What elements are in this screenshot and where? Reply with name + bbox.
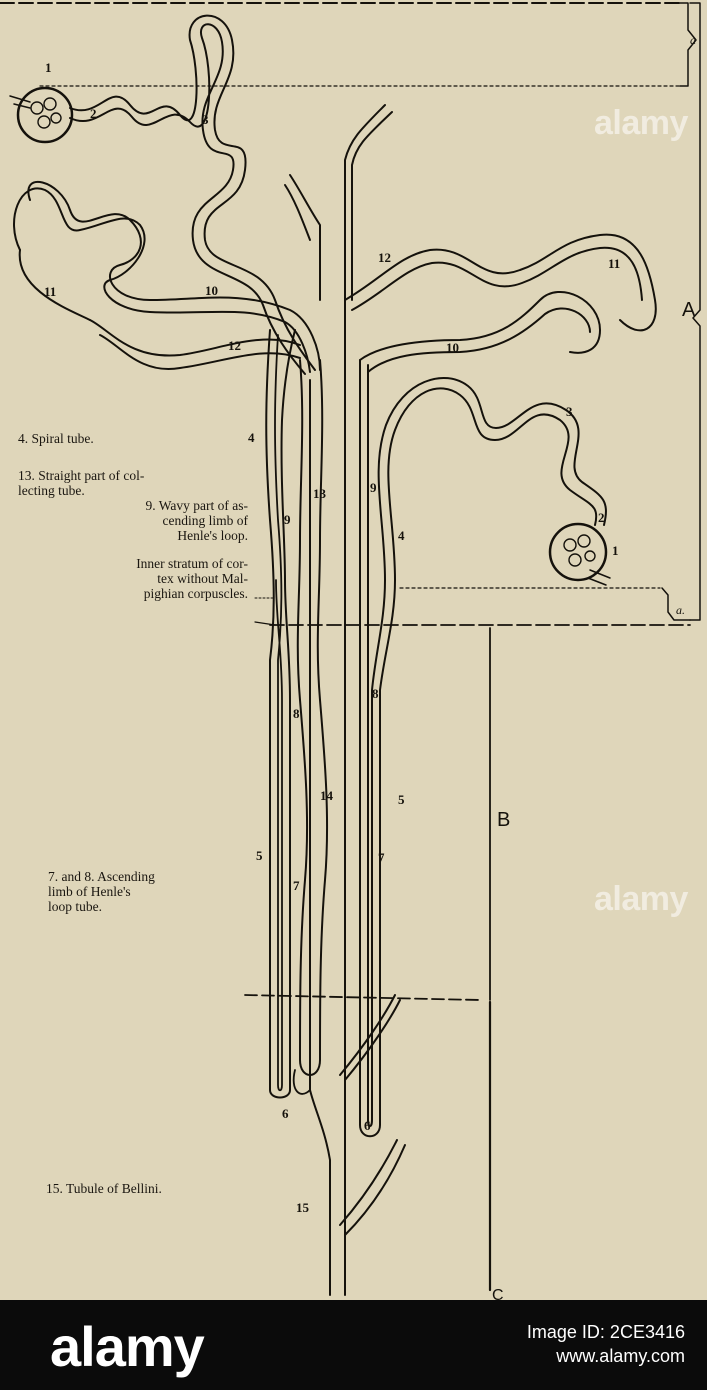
zone-A-label: A bbox=[682, 299, 696, 321]
image-id: Image ID: 2CE3416 bbox=[527, 1320, 685, 1344]
label-5-right: 5 bbox=[398, 792, 405, 807]
image-id-block: Image ID: 2CE3416 www.alamy.com bbox=[527, 1320, 685, 1368]
label-8-right: 8 bbox=[372, 686, 379, 701]
left-glomerulus-capsule bbox=[18, 88, 72, 142]
caption-spiral-tube: 4. Spiral tube. bbox=[18, 431, 188, 446]
label-7-left: 7 bbox=[293, 878, 300, 893]
left-henle-loop-5 bbox=[266, 330, 295, 1098]
caption-straight-collecting: 13. Straight part of col- lecting tube. bbox=[18, 468, 248, 498]
right-loop-11-inner bbox=[352, 248, 642, 310]
zone-a-bottom-label: a. bbox=[676, 603, 685, 617]
label-15: 15 bbox=[296, 1200, 310, 1215]
label-12-right: 12 bbox=[378, 250, 391, 265]
label-11-left: 11 bbox=[44, 284, 56, 299]
right-henle-loop-outer bbox=[360, 360, 596, 1136]
label-12-left: 12 bbox=[228, 338, 241, 353]
watermark-2: alamy bbox=[594, 880, 688, 919]
caption-inner-stratum: Inner stratum of cor- tex without Mal- p… bbox=[10, 556, 248, 601]
left-loop-11-outer bbox=[28, 182, 320, 370]
label-4-right: 4 bbox=[398, 528, 405, 543]
label-6-left: 6 bbox=[282, 1106, 289, 1121]
zone-a-top-label: a bbox=[690, 33, 696, 47]
label-13-left: 13 bbox=[313, 486, 327, 501]
label-11-right: 11 bbox=[608, 256, 620, 271]
label-10-left: 10 bbox=[205, 283, 218, 298]
left-convoluted-tubule-inner bbox=[70, 24, 305, 374]
label-4-left: 4 bbox=[248, 430, 255, 445]
zone-C-label: C bbox=[492, 1287, 504, 1300]
leader-inner bbox=[255, 622, 275, 625]
zone-B-label: B bbox=[497, 809, 510, 831]
label-3-left: 3 bbox=[202, 112, 209, 127]
label-8-left: 8 bbox=[293, 706, 300, 721]
site-url: www.alamy.com bbox=[527, 1344, 685, 1368]
zone-labels: A a a. B C bbox=[492, 33, 696, 1300]
right-number-labels: 12 11 10 3 2 1 9 4 8 5 7 6 bbox=[364, 250, 620, 1133]
label-1-right: 1 bbox=[612, 543, 619, 558]
label-2-left: 2 bbox=[90, 106, 97, 121]
label-10-right: 10 bbox=[446, 340, 459, 355]
diagram-plate: 1 2 3 11 10 12 4 9 13 8 14 5 7 6 15 12 1… bbox=[0, 0, 707, 1300]
left-henle-loop-7-8 bbox=[298, 360, 327, 1075]
label-5-left: 5 bbox=[256, 848, 263, 863]
watermark-1: alamy bbox=[594, 104, 688, 143]
label-7-right: 7 bbox=[378, 850, 385, 865]
caption-bellini: 15. Tubule of Bellini. bbox=[46, 1181, 266, 1196]
right-glomerulus-capsule bbox=[550, 524, 606, 580]
left-convoluted-tubule-outer bbox=[70, 16, 315, 370]
label-9-left: 9 bbox=[284, 512, 291, 527]
caption-ascending-limb: 7. and 8. Ascending limb of Henle's loop… bbox=[30, 869, 268, 914]
label-9-right: 9 bbox=[370, 480, 377, 495]
label-2-right: 2 bbox=[598, 510, 605, 525]
boundary-B-C bbox=[245, 995, 480, 1000]
stock-footer: alamy Image ID: 2CE3416 www.alamy.com bbox=[0, 1300, 707, 1390]
label-3-right: 3 bbox=[566, 404, 573, 419]
alamy-logo: alamy bbox=[50, 1314, 204, 1379]
left-loop-11-inner bbox=[14, 188, 310, 372]
caption-wavy-ascending: 9. Wavy part of as- cending limb of Henl… bbox=[20, 498, 248, 543]
label-6-right: 6 bbox=[364, 1118, 371, 1133]
nephron-diagram: 1 2 3 11 10 12 4 9 13 8 14 5 7 6 15 12 1… bbox=[0, 0, 707, 1300]
label-14-left: 14 bbox=[320, 788, 334, 803]
label-1-left: 1 bbox=[45, 60, 52, 75]
